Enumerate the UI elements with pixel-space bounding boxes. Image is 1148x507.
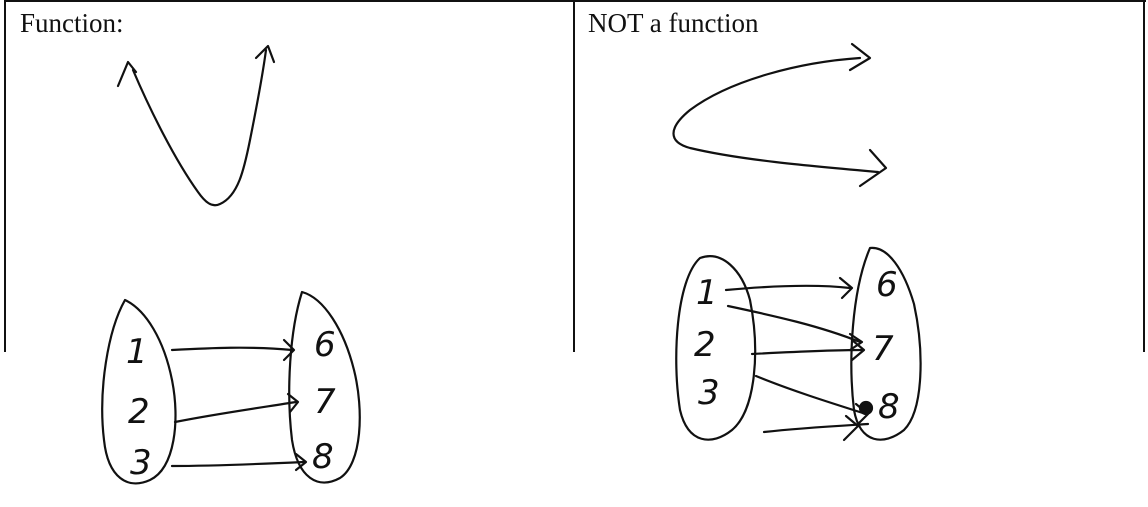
left-range-value-8: 8: [312, 437, 334, 477]
right-ink-blot: [858, 400, 874, 416]
right-arrow-1-to-7: [726, 304, 862, 344]
function-heading: Function:: [20, 8, 124, 38]
right-domain-value-1: 1: [696, 273, 718, 313]
right-arrow-extra-to-8-head: [842, 414, 860, 442]
left-arrow-1-to-6-head: [282, 338, 296, 362]
sideways-parabola-curve: [672, 56, 880, 174]
right-domain-value-3: 3: [698, 373, 720, 413]
right-arrow-1-to-6-head: [838, 276, 854, 300]
right-arrow-3-to-8: [754, 374, 868, 416]
table-right-border: [1143, 0, 1145, 352]
right-range-value-7: 7: [872, 329, 894, 369]
right-range-value-6: 6: [876, 265, 898, 305]
left-arrow-2-to-7: [173, 400, 298, 424]
left-range-value-7: 7: [314, 382, 336, 422]
left-arrow-1-to-6: [170, 346, 294, 352]
table-top-border: [4, 0, 1146, 2]
sideways-parabola-top-arrowhead: [848, 42, 872, 72]
table-middle-divider: [573, 0, 575, 352]
table-left-border: [4, 0, 6, 352]
right-domain-value-2: 2: [694, 325, 716, 365]
parabola-right-arrowhead: [254, 44, 276, 64]
left-arrow-3-to-8-head: [294, 452, 308, 472]
parabola-curve: [131, 48, 268, 207]
left-domain-value-2: 2: [128, 392, 150, 432]
right-arrow-2-to-7-head: [850, 338, 866, 362]
sideways-parabola-bottom-arrowhead: [858, 148, 888, 188]
left-domain-oval: [101, 298, 177, 485]
right-domain-oval: [675, 255, 757, 441]
right-range-oval: [850, 246, 922, 441]
left-arrow-2-to-7-head: [286, 392, 300, 414]
right-arrow-1-to-6: [724, 284, 852, 292]
left-range-oval: [288, 290, 361, 484]
not-a-function-heading: NOT a function: [588, 8, 759, 38]
right-arrow-2-to-7: [750, 348, 864, 356]
right-range-value-8: 8: [878, 387, 900, 427]
left-domain-value-1: 1: [126, 332, 148, 372]
left-domain-value-3: 3: [130, 443, 152, 483]
right-arrow-1-to-7-head: [848, 332, 864, 352]
left-arrow-3-to-8: [170, 460, 306, 468]
parabola-left-arrowhead: [116, 60, 138, 88]
left-range-value-6: 6: [314, 325, 336, 365]
